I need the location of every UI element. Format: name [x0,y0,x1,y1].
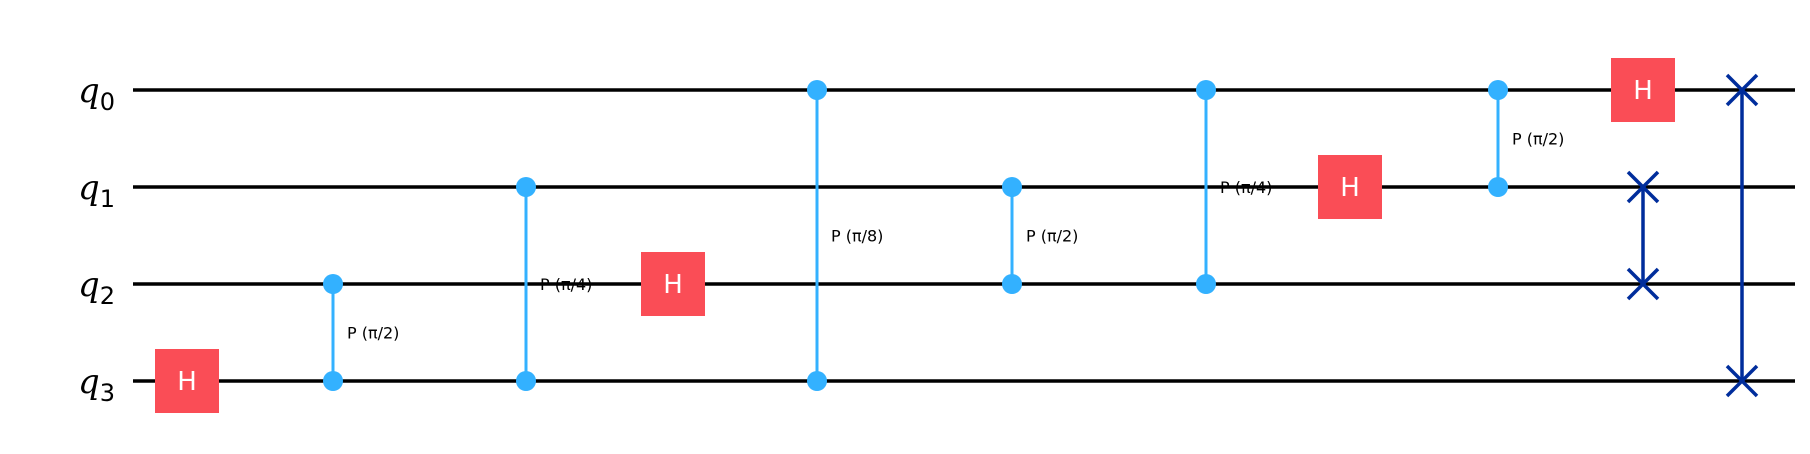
hadamard-gate-box [641,252,705,316]
swap-gate[interactable] [1725,73,1759,398]
control-dot [323,371,343,391]
hadamard-gate[interactable]: H [641,252,705,316]
hadamard-gate-label: H [1633,76,1653,106]
controlled-phase-gate[interactable]: P (π/8) [807,80,883,391]
qubit-wires [133,88,1795,383]
qubit-label-q1: q1 [78,168,115,213]
hadamard-gate-label: H [177,367,197,397]
phase-parameter-label: P (π/2) [1026,227,1078,246]
swap-cross-icon [1725,73,1759,107]
swap-cross-icon [1626,170,1660,204]
hadamard-gate[interactable]: H [1611,58,1675,122]
swap-cross-stroke [1725,73,1759,107]
swap-cross-stroke [1725,364,1759,398]
hadamard-gate[interactable]: H [155,349,219,413]
hadamard-gate-box [1318,155,1382,219]
control-dot [516,177,536,197]
swap-gate[interactable] [1626,170,1660,301]
control-dot [1488,177,1508,197]
control-dot [807,371,827,391]
control-dot [1488,80,1508,100]
phase-parameter-label: P (π/4) [540,275,592,294]
hadamard-gate-label: H [663,270,683,300]
control-dot [1002,177,1022,197]
hadamard-gate[interactable]: H [1318,155,1382,219]
control-dot [1196,80,1216,100]
swap-cross-stroke [1626,170,1660,204]
hadamard-gate-label: H [1340,173,1360,203]
control-dot [807,80,827,100]
hadamard-gate-box [1611,58,1675,122]
qubit-label-q2: q2 [78,265,115,310]
qubit-labels: q0 q1 q2 q3 [78,71,115,407]
control-dot [1002,274,1022,294]
phase-parameter-label: P (π/8) [831,227,883,246]
phase-parameter-label: P (π/4) [1220,178,1272,197]
control-dot [1196,274,1216,294]
controlled-phase-gate[interactable]: P (π/2) [323,274,399,391]
controlled-phase-gate[interactable]: P (π/4) [1196,80,1272,294]
controlled-phase-gate[interactable]: P (π/4) [516,177,592,391]
swap-cross-icon [1626,267,1660,301]
gates: H P (π/2) P (π/4) H P (π/8) P (π/2) P (π/4) H P … [155,58,1759,413]
controlled-phase-gate[interactable]: P (π/2) [1488,80,1564,197]
control-dot [323,274,343,294]
controlled-phase-gate[interactable]: P (π/2) [1002,177,1078,294]
swap-cross-icon [1725,364,1759,398]
phase-parameter-label: P (π/2) [1512,130,1564,149]
qubit-label-q0: q0 [78,71,115,116]
control-dot [516,371,536,391]
phase-parameter-label: P (π/2) [347,324,399,343]
swap-cross-stroke [1626,267,1660,301]
qubit-label-q3: q3 [78,362,115,407]
hadamard-gate-box [155,349,219,413]
